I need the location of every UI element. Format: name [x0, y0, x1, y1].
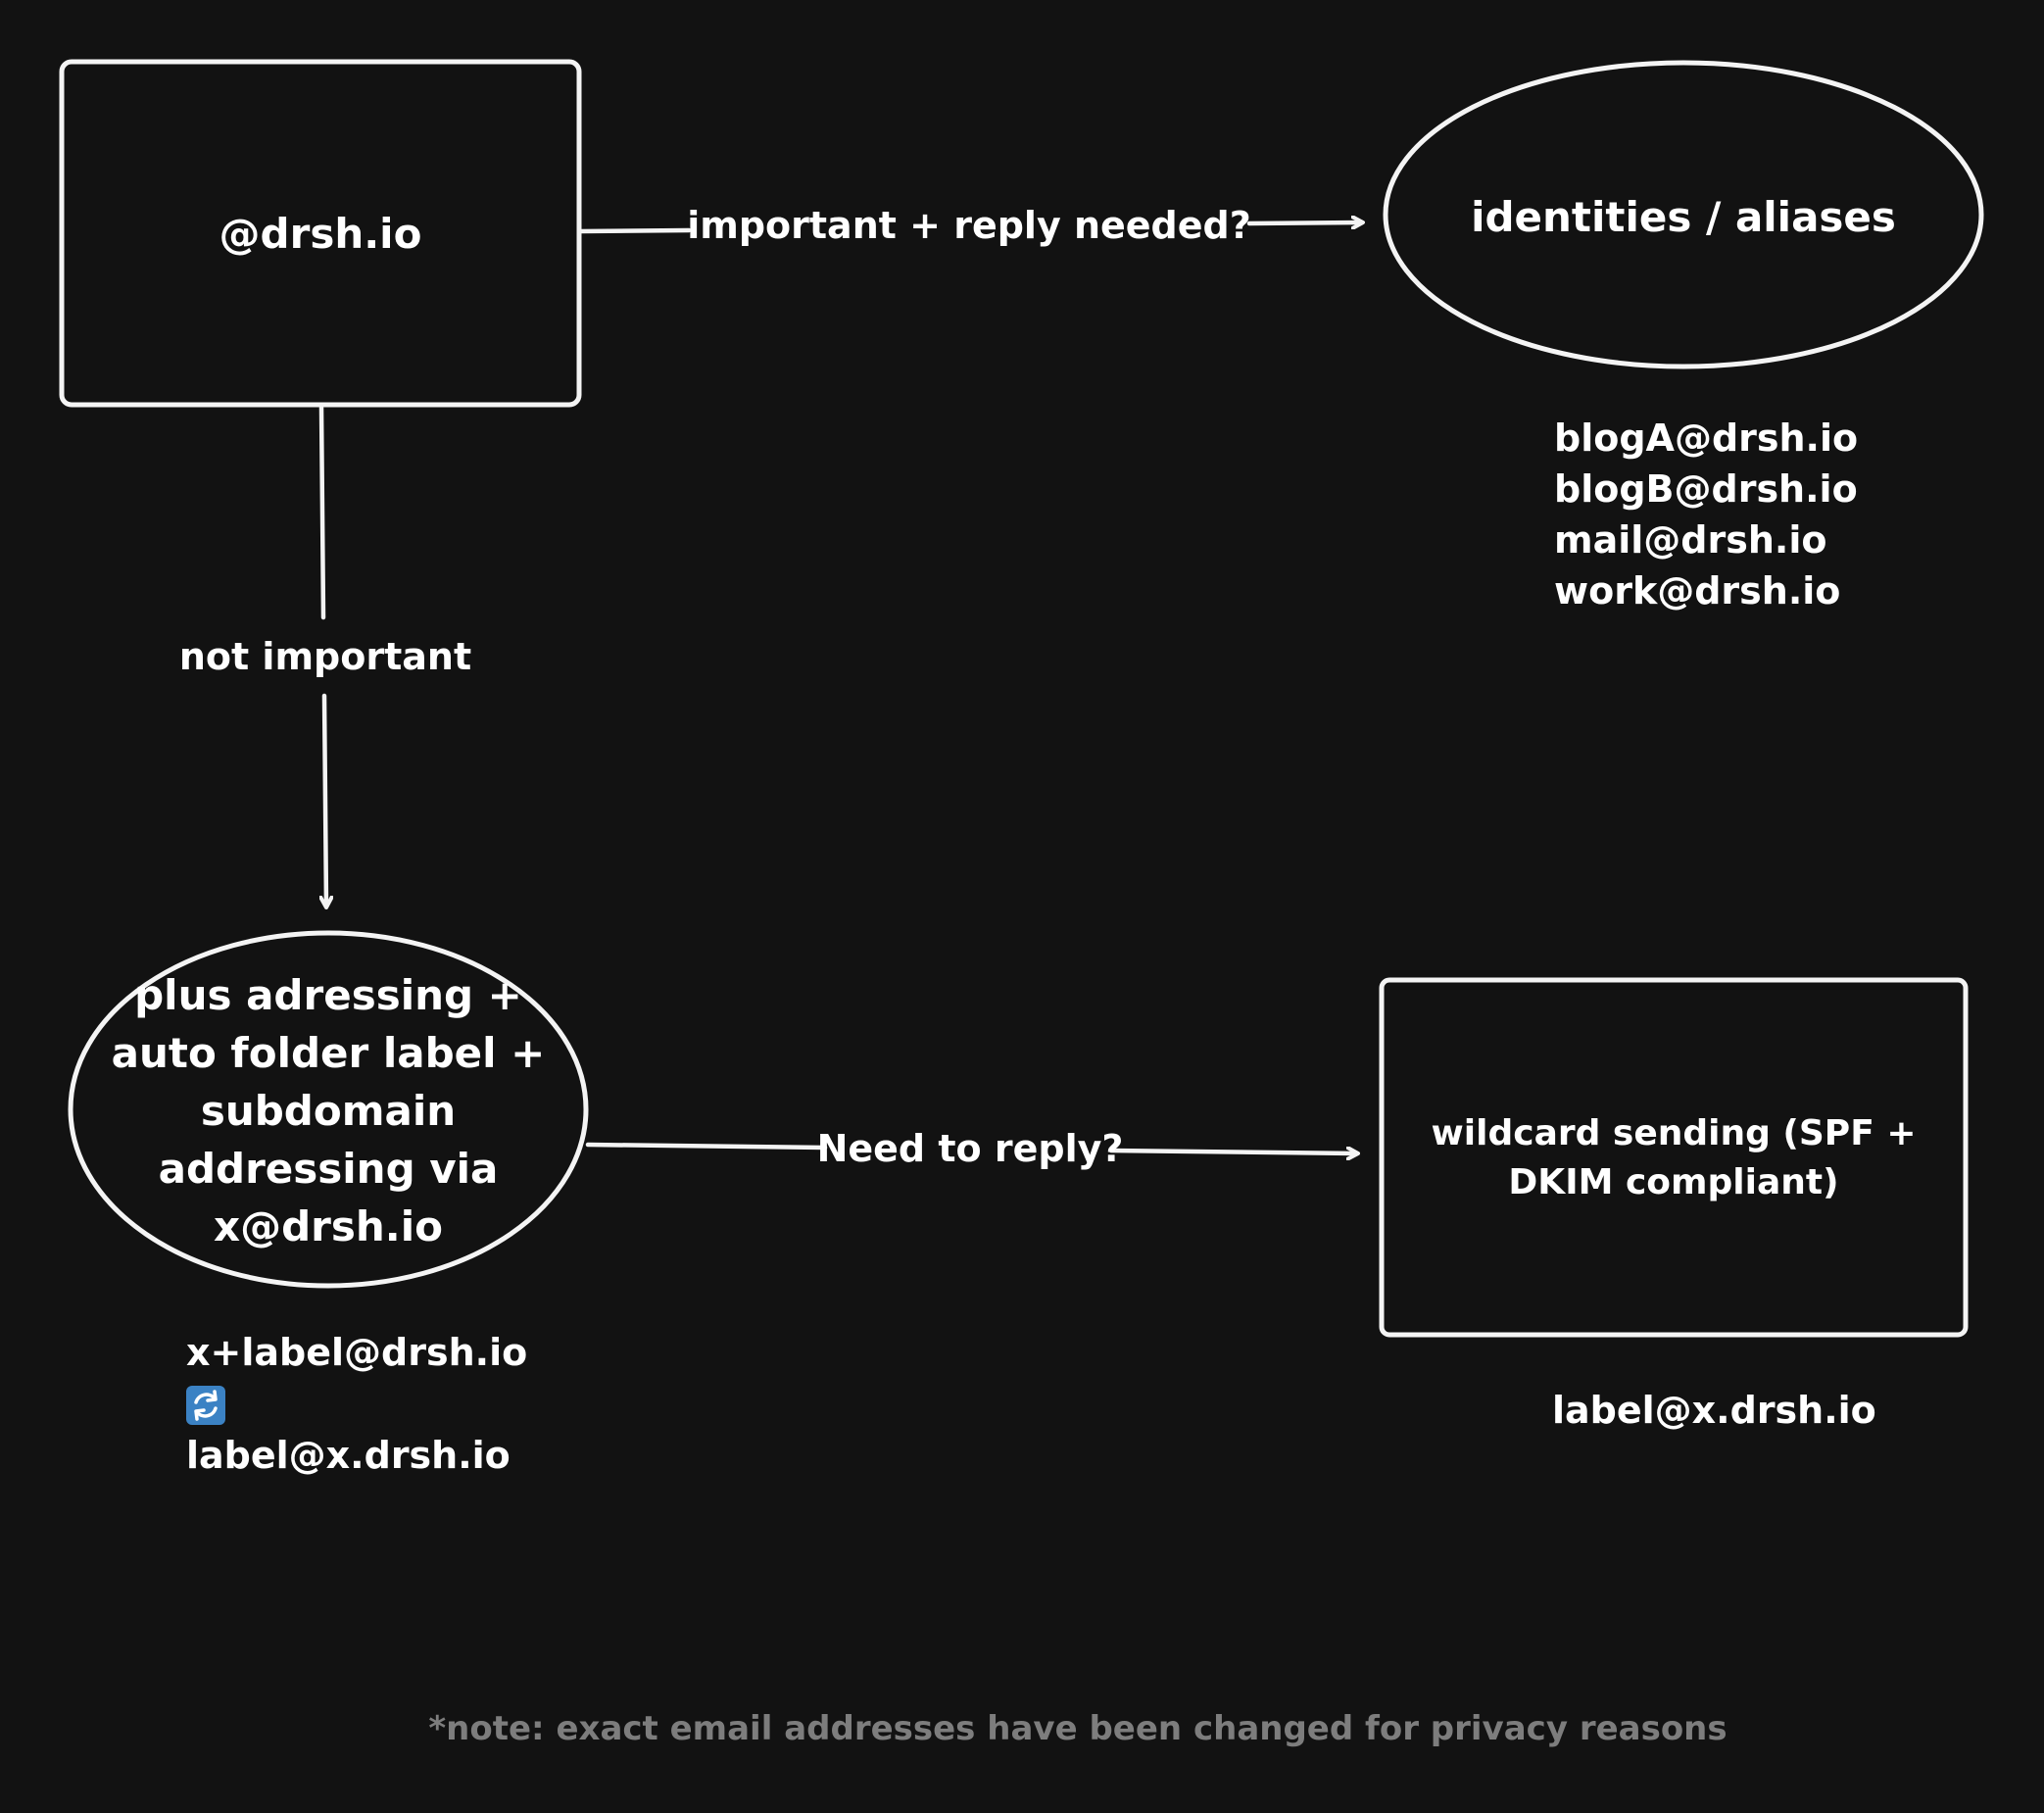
edge-need-reply-line-b	[1108, 1151, 1357, 1153]
node-domain: @drsh.io	[59, 59, 582, 408]
edge-need-reply-line-a	[585, 1142, 828, 1151]
edge-important: important + reply needed?	[578, 204, 1362, 247]
node-domain-box	[59, 59, 582, 408]
edge-not-important-line-a	[318, 405, 326, 620]
wildcard-example: label@x.drsh.io	[1552, 1389, 1876, 1432]
identity-item-1: blogA@drsh.io	[1554, 416, 1858, 460]
node-plus-line-2: auto folder label +	[112, 1029, 546, 1077]
edge-important-label: important + reply needed?	[687, 204, 1251, 247]
node-plus-line-1: plus adressing +	[134, 971, 522, 1019]
edge-not-important-line-b	[324, 693, 326, 906]
node-plus-ellipse	[68, 930, 589, 1289]
edge-not-important-label: not important	[179, 635, 471, 678]
plus-example-line-2: label@x.drsh.io	[186, 1434, 511, 1477]
node-wildcard-box	[1379, 977, 1969, 1338]
edge-important-line-a	[578, 227, 692, 234]
identity-list: blogA@drsh.io blogB@drsh.io mail@drsh.io…	[1554, 416, 1858, 612]
privacy-note: *note: exact email addresses have been c…	[428, 1709, 1727, 1748]
edge-not-important: not important	[179, 405, 471, 906]
plus-examples: x+label@drsh.io label@x.drsh.io	[186, 1331, 527, 1477]
node-identities: identities / aliases	[1383, 60, 1984, 369]
node-identities-ellipse	[1383, 60, 1984, 369]
node-plus-line-4: addressing via	[159, 1145, 499, 1193]
node-domain-label: @drsh.io	[219, 210, 422, 258]
node-identities-label: identities / aliases	[1471, 193, 1896, 241]
edge-important-line-b	[1246, 222, 1362, 223]
identity-item-3: mail@drsh.io	[1554, 518, 1826, 562]
node-wildcard-line-1: wildcard sending (SPF +	[1432, 1113, 1917, 1153]
node-plus-line-3: subdomain	[201, 1087, 456, 1135]
edge-need-reply-label: Need to reply?	[817, 1127, 1124, 1170]
identity-item-4: work@drsh.io	[1554, 569, 1840, 612]
repeat-arrows-icon	[186, 1386, 225, 1425]
node-wildcard-line-2: DKIM compliant)	[1508, 1162, 1838, 1202]
plus-example-line-1: x+label@drsh.io	[186, 1331, 527, 1374]
node-plus-line-5: x@drsh.io	[214, 1202, 443, 1250]
edge-need-reply: Need to reply?	[585, 1127, 1357, 1170]
node-plus: plus adressing + auto folder label + sub…	[68, 930, 589, 1289]
node-wildcard: wildcard sending (SPF + DKIM compliant)	[1379, 977, 1969, 1338]
identity-item-2: blogB@drsh.io	[1554, 467, 1858, 511]
